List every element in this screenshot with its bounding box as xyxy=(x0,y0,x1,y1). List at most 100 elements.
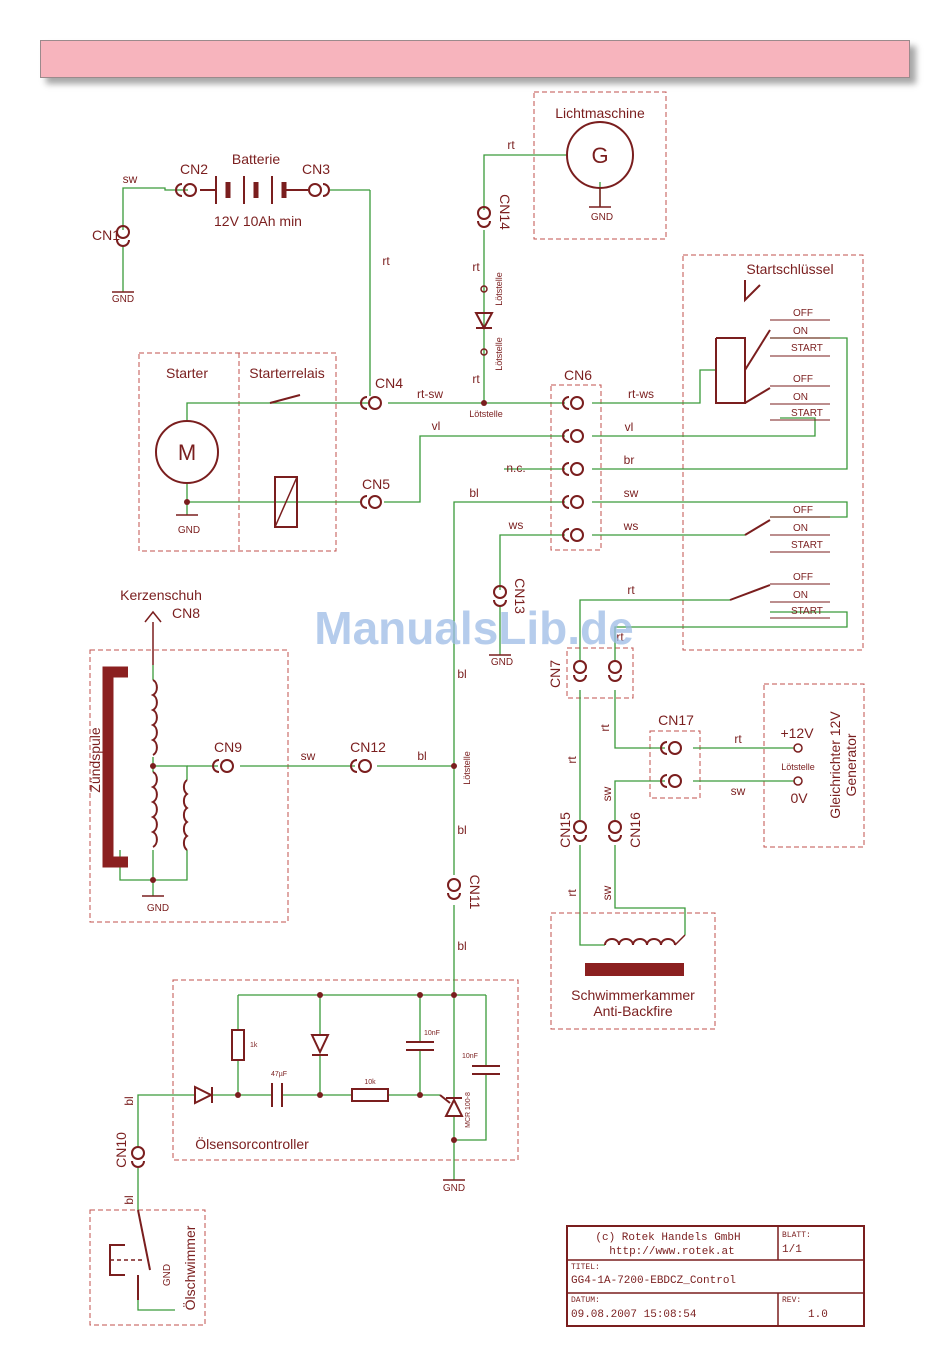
tb-sheet: 1/1 xyxy=(782,1244,802,1256)
key-on-3: ON xyxy=(793,523,808,534)
rectifier-zero: 0V xyxy=(790,790,808,806)
cn7-label: CN7 xyxy=(547,660,563,688)
solder-label-2: Lötstelle xyxy=(494,337,504,371)
relay-label: Starterrelais xyxy=(249,365,324,381)
solder-label-3: Lötstelle xyxy=(469,409,503,419)
cn16-label: CN16 xyxy=(627,812,643,848)
gnd-5: GND xyxy=(147,903,169,914)
gnd-3: GND xyxy=(178,525,200,536)
tb-rev-label: REV: xyxy=(782,1296,801,1305)
generator-label: Lichtmaschine xyxy=(555,105,645,121)
wire-rt-9: rt xyxy=(565,756,579,764)
gnd-7: GND xyxy=(162,1264,173,1286)
wire-vl-1: vl xyxy=(432,419,441,433)
cn1-label: CN1 xyxy=(92,227,120,243)
cn5-label: CN5 xyxy=(362,476,390,492)
header-bar xyxy=(40,40,910,78)
tb-title: GG4-1A-7200-EBDCZ_Control xyxy=(571,1275,736,1287)
gnd-4: GND xyxy=(491,657,513,668)
title-block xyxy=(566,1225,865,1327)
float-chamber-label-1: Schwimmerkammer xyxy=(571,987,695,1003)
cn11-label: CN11 xyxy=(467,875,483,910)
gnd-2: GND xyxy=(591,212,613,223)
tb-title-label: TITEL: xyxy=(571,1263,600,1272)
tb-url: http://www.rotek.at xyxy=(609,1246,734,1258)
key-off-1: OFF xyxy=(793,308,813,319)
wire-sw-3: sw xyxy=(301,749,316,763)
wire-bl-7: bl xyxy=(122,1195,136,1204)
wire-bl-6: bl xyxy=(122,1096,136,1105)
ignition-coil-icon xyxy=(102,666,189,868)
wire-rt-ws: rt-ws xyxy=(628,387,654,401)
wire-rt-2: rt xyxy=(507,138,515,152)
dashed-boxes xyxy=(89,91,865,1326)
motor-symbol: M xyxy=(178,440,196,465)
wires xyxy=(119,154,848,1311)
watermark: ManualsLib.de xyxy=(314,602,633,654)
ground-symbols xyxy=(112,206,611,1181)
battery-spec: 12V 10Ah min xyxy=(214,213,302,229)
wire-ws-1: ws xyxy=(508,518,524,532)
float-chamber-label-2: Anti-Backfire xyxy=(593,1003,673,1019)
starter-motor-icon xyxy=(155,420,219,484)
wire-rt-10: rt xyxy=(565,889,579,897)
wire-nc: n.c. xyxy=(506,461,525,475)
solder-label-4: Lötstelle xyxy=(462,751,472,785)
key-off-2: OFF xyxy=(793,374,813,385)
cn13-label: CN13 xyxy=(512,578,528,614)
wire-bl-1: bl xyxy=(469,486,478,500)
rectifier-label-1: Gleichrichter 12V xyxy=(827,711,843,819)
wire-rt-7: rt xyxy=(734,732,742,746)
wire-rt-sw: rt-sw xyxy=(417,387,443,401)
wire-sw-1: sw xyxy=(123,172,138,186)
key-start-3: START xyxy=(791,540,823,551)
wire-ws-2: ws xyxy=(623,519,639,533)
oil-float-label: Ölschwimmer xyxy=(181,1225,198,1310)
wire-rt-4: rt xyxy=(472,372,480,386)
gnd-1: GND xyxy=(112,294,134,305)
battery-icon xyxy=(200,176,308,204)
labels: Batterie 12V 10Ah min Lichtmaschine G St… xyxy=(87,105,859,1321)
key-start-4: START xyxy=(791,606,823,617)
cn17-label: CN17 xyxy=(658,712,694,728)
wire-bl-4: bl xyxy=(457,823,466,837)
junction-dots xyxy=(150,400,487,1143)
battery-label: Batterie xyxy=(232,151,280,167)
gnd-6: GND xyxy=(443,1183,465,1194)
key-contact-lines xyxy=(770,319,830,619)
key-off-4: OFF xyxy=(793,572,813,583)
connectors xyxy=(116,183,682,1168)
tb-rev: 1.0 xyxy=(808,1309,828,1321)
float-chamber-coil-icon xyxy=(585,934,686,976)
solder-label-1: Lötstelle xyxy=(494,272,504,306)
scr-label: MCR 100-8 xyxy=(465,1092,472,1128)
diode-icon xyxy=(474,312,494,331)
wire-sw-5: sw xyxy=(600,786,614,801)
tb-company: (c) Rotek Handels GmbH xyxy=(595,1232,740,1244)
spark-plug-arrow-icon xyxy=(144,610,162,665)
key-off-3: OFF xyxy=(793,505,813,516)
r1-label: 1k xyxy=(250,1042,258,1049)
rectifier-label-2: Generator xyxy=(843,733,859,796)
wire-rt-6: rt xyxy=(616,630,624,644)
cn6-label: CN6 xyxy=(564,367,592,383)
wire-sw-2: sw xyxy=(624,486,639,500)
cn8-label: CN8 xyxy=(172,605,200,621)
wire-bl-3: bl xyxy=(417,749,426,763)
cn14-label: CN14 xyxy=(497,194,513,230)
ignition-coil-label: Zündspule xyxy=(87,727,103,793)
wire-rt-1: rt xyxy=(382,254,390,268)
cn12-label: CN12 xyxy=(350,739,386,755)
cn3-label: CN3 xyxy=(302,161,330,177)
spark-plug-label: Kerzenschuh xyxy=(120,587,202,603)
wire-rt-8: rt xyxy=(598,724,612,732)
generator-icon xyxy=(566,121,634,207)
c1-label: 47µF xyxy=(271,1071,287,1078)
c3-label: 10nF xyxy=(462,1053,478,1060)
cn10-label: CN10 xyxy=(113,1132,129,1168)
generator-symbol: G xyxy=(591,143,608,168)
key-start-1: START xyxy=(791,343,823,354)
tb-sheet-label: BLATT: xyxy=(782,1231,811,1240)
wire-rt-5: rt xyxy=(627,583,635,597)
